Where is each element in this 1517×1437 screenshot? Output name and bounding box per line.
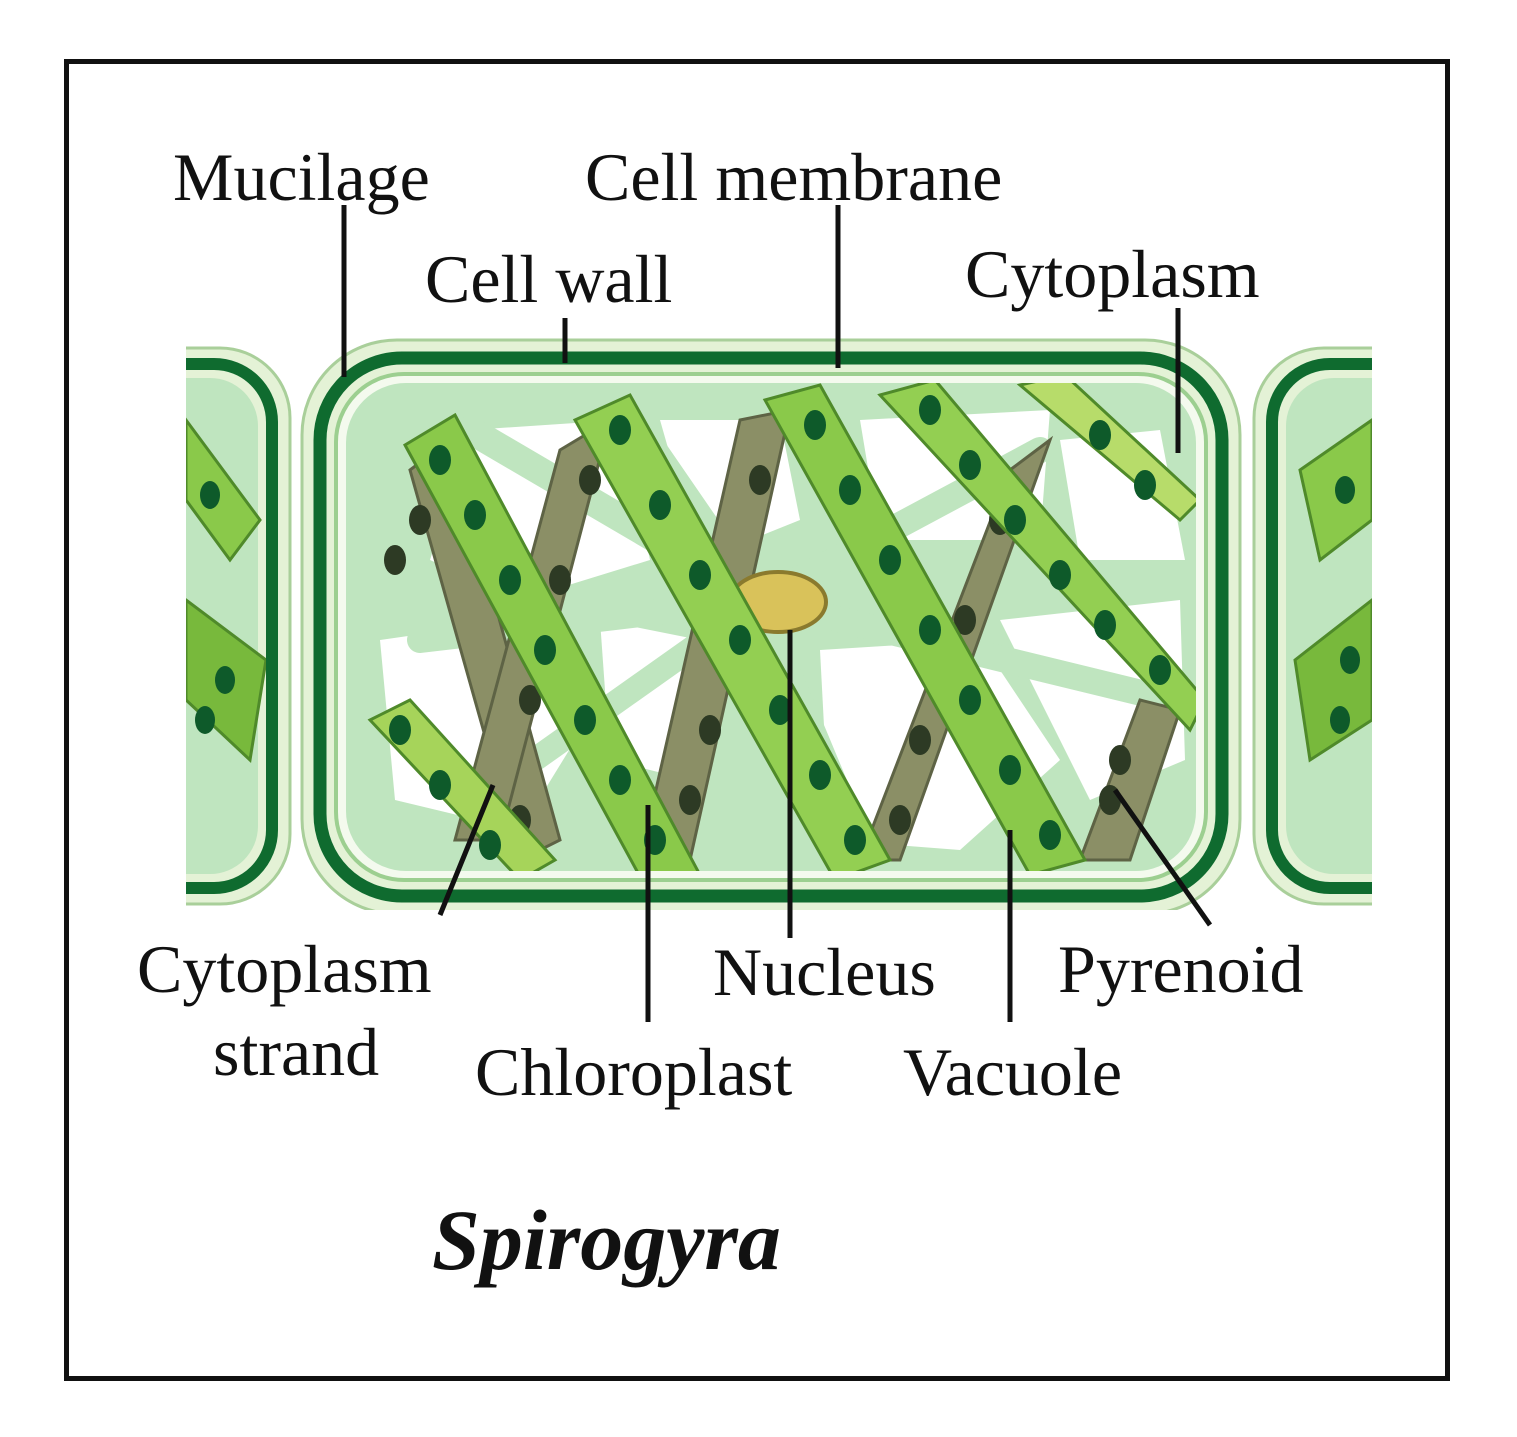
main-cell — [300, 338, 1242, 910]
label-pyrenoid: Pyrenoid — [1058, 931, 1304, 1007]
label-vacuole: Vacuole — [903, 1034, 1123, 1110]
label-chloroplast: Chloroplast — [475, 1034, 793, 1110]
label-cytoplasm-strand-line2: strand — [213, 1014, 380, 1090]
neighbor-cell-right — [1252, 346, 1372, 906]
label-cytoplasm-strand-line1: Cytoplasm — [137, 931, 432, 1007]
leader-pyrenoid — [1112, 788, 1213, 927]
label-cytoplasm: Cytoplasm — [965, 236, 1260, 312]
leader-lines — [341, 205, 1213, 1022]
neighbor-cell-left — [186, 346, 292, 906]
leader-cytoplasm-strand — [437, 784, 496, 916]
label-cell-wall: Cell wall — [425, 241, 673, 317]
cell-wall — [313, 351, 1229, 903]
label-nucleus: Nucleus — [713, 934, 936, 1010]
label-cell-membrane: Cell membrane — [585, 139, 1003, 215]
label-mucilage: Mucilage — [173, 139, 430, 215]
figure-title: Spirogyra — [432, 1192, 781, 1288]
